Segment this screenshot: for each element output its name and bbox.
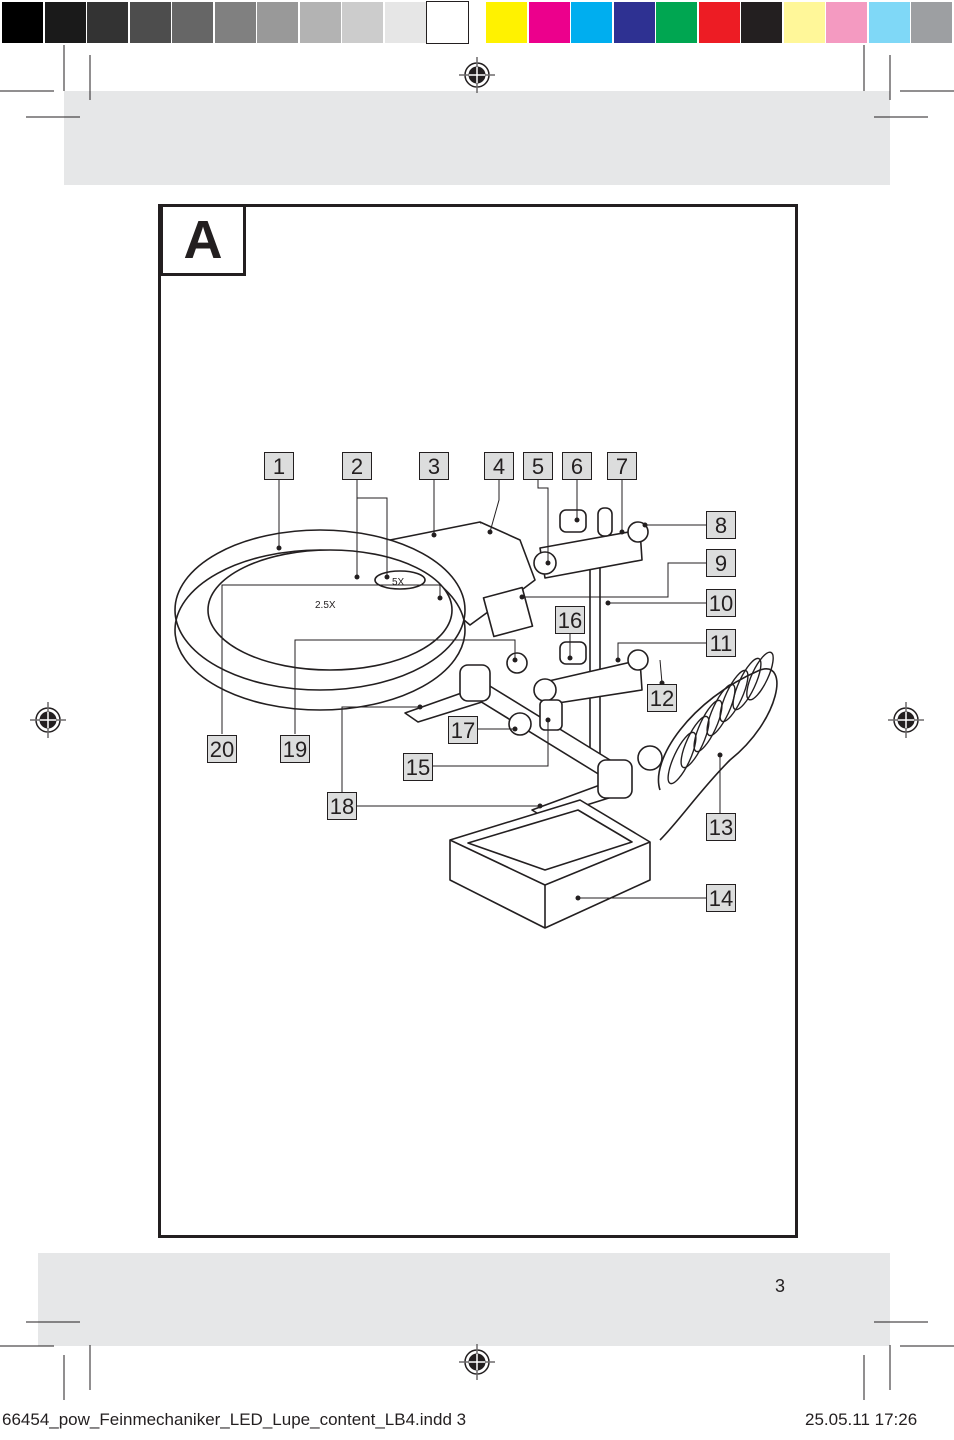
callout-4: 4 <box>484 452 514 480</box>
color-swatch <box>613 2 655 43</box>
callout-13: 13 <box>706 813 736 841</box>
gray-swatch <box>87 2 128 43</box>
header-band <box>64 91 890 185</box>
color-swatch <box>868 2 910 43</box>
callout-8: 8 <box>706 511 736 539</box>
section-letter: A <box>160 204 246 276</box>
callout-3: 3 <box>419 452 449 480</box>
color-swatch <box>911 2 952 43</box>
callout-20: 20 <box>207 735 237 763</box>
color-swatch <box>698 2 740 43</box>
color-swatch <box>783 2 825 43</box>
callout-12: 12 <box>647 684 677 712</box>
callout-7: 7 <box>607 452 637 480</box>
page-number: 3 <box>775 1276 786 1296</box>
spring-coils <box>667 651 774 785</box>
color-swatch <box>741 2 782 43</box>
callout-1: 1 <box>264 452 294 480</box>
callout-11: 11 <box>706 629 736 657</box>
color-swatch <box>571 2 612 43</box>
gray-swatch <box>44 2 86 43</box>
callout-19: 19 <box>280 735 310 763</box>
gray-swatch <box>342 2 383 43</box>
leader-lines <box>221 480 721 899</box>
gray-swatch <box>129 2 171 43</box>
lens-label-small: 5X <box>392 577 405 588</box>
color-swatch <box>486 2 527 43</box>
print-date-time: 25.05.11 17:26 <box>805 1410 918 1429</box>
gray-swatch <box>214 2 256 43</box>
callout-14: 14 <box>706 884 736 912</box>
color-swatch <box>656 2 697 43</box>
callout-10: 10 <box>706 589 736 617</box>
footer-band <box>38 1253 890 1346</box>
registration-mark-bottom <box>459 1344 495 1380</box>
callout-9: 9 <box>706 549 736 577</box>
color-swatch <box>528 2 570 43</box>
gray-swatch <box>299 2 341 43</box>
gray-swatch <box>2 2 43 43</box>
registration-mark-left <box>30 702 66 738</box>
lens-label-large: 2.5X <box>315 600 336 611</box>
callout-2: 2 <box>342 452 372 480</box>
color-swatch <box>826 2 867 43</box>
registration-mark-right <box>888 702 924 738</box>
callout-15: 15 <box>403 753 433 781</box>
gray-swatch <box>257 2 298 43</box>
leader-dots <box>276 517 723 901</box>
figure-frame <box>158 204 798 1238</box>
callout-17: 17 <box>448 716 478 744</box>
registration-mark-top <box>459 57 495 93</box>
gray-swatch <box>172 2 213 43</box>
callout-16: 16 <box>555 606 585 634</box>
callout-5: 5 <box>523 452 553 480</box>
callout-18: 18 <box>327 792 357 820</box>
callout-6: 6 <box>562 452 592 480</box>
gray-swatch <box>384 2 426 43</box>
gray-swatch <box>426 1 469 44</box>
file-slug: 66454_pow_Feinmechaniker_LED_Lupe_conten… <box>2 1410 467 1429</box>
